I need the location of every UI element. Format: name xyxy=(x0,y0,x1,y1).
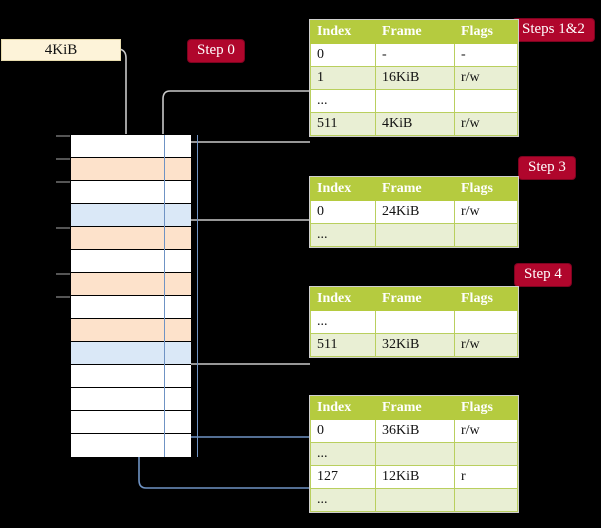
cell-frame xyxy=(375,310,455,334)
memory-frame-row xyxy=(71,158,191,181)
memory-frame-row xyxy=(71,342,191,365)
memory-frame-row xyxy=(71,296,191,319)
memory-frame-row xyxy=(71,434,191,457)
table-row: 0-- xyxy=(310,43,518,67)
badge-step-4: Step 4 xyxy=(515,264,571,286)
table-row: ... xyxy=(310,310,518,334)
memory-frame-row xyxy=(71,135,191,158)
column-header-frame: Frame xyxy=(375,396,455,420)
cell-index: 0 xyxy=(310,43,376,67)
cell-flags: r xyxy=(454,465,518,489)
cell-index: ... xyxy=(310,89,376,113)
cell-flags: r/w xyxy=(454,419,518,443)
memory-frame-row xyxy=(71,365,191,388)
cell-flags: - xyxy=(454,43,518,67)
column-header-frame: Frame xyxy=(375,287,455,311)
cell-flags: r/w xyxy=(454,200,518,224)
physical-memory-column xyxy=(70,134,198,457)
column-header-index: Index xyxy=(310,177,376,201)
cell-frame xyxy=(375,89,455,113)
memory-tick xyxy=(56,227,71,229)
cell-frame: 24KiB xyxy=(375,200,455,224)
memory-guide-line xyxy=(197,135,198,457)
cell-frame xyxy=(375,488,455,512)
cell-index: 511 xyxy=(310,333,376,357)
table-row: ... xyxy=(310,89,518,113)
column-header-flags: Flags xyxy=(454,287,518,311)
cell-flags xyxy=(454,89,518,113)
cell-frame: 32KiB xyxy=(375,333,455,357)
column-header-index: Index xyxy=(310,396,376,420)
memory-frame-row xyxy=(71,204,191,227)
memory-tick xyxy=(56,158,71,160)
memory-tick xyxy=(56,273,71,275)
request-size-label: 4KiB xyxy=(44,42,78,58)
memory-guide-line xyxy=(164,135,165,457)
cell-flags xyxy=(454,310,518,334)
cell-flags: r/w xyxy=(454,66,518,90)
cell-flags xyxy=(454,488,518,512)
cell-frame xyxy=(375,442,455,466)
cell-frame: 36KiB xyxy=(375,419,455,443)
cell-frame xyxy=(375,223,455,247)
table-row: ... xyxy=(310,488,518,512)
cell-flags: r/w xyxy=(454,112,518,136)
memory-frame-row xyxy=(71,181,191,204)
cell-index: 0 xyxy=(310,200,376,224)
cell-index: 511 xyxy=(310,112,376,136)
badge-steps-1-2: Steps 1&2 xyxy=(513,19,594,41)
request-size-box: 4KiB xyxy=(1,39,121,61)
column-header-flags: Flags xyxy=(454,20,518,44)
badge-step-0: Step 0 xyxy=(188,40,244,62)
cell-index: ... xyxy=(310,223,376,247)
column-header-flags: Flags xyxy=(454,396,518,420)
cell-index: ... xyxy=(310,310,376,334)
column-header-index: Index xyxy=(310,287,376,311)
cell-index: ... xyxy=(310,488,376,512)
cell-flags xyxy=(454,442,518,466)
cell-frame: 16KiB xyxy=(375,66,455,90)
cell-index: 127 xyxy=(310,465,376,489)
column-header-flags: Flags xyxy=(454,177,518,201)
table-row: ... xyxy=(310,223,518,247)
memory-frame-row xyxy=(71,388,191,411)
memory-tick xyxy=(56,296,71,298)
cell-frame: 12KiB xyxy=(375,465,455,489)
column-header-index: Index xyxy=(310,20,376,44)
cell-index: ... xyxy=(310,442,376,466)
cell-index: 1 xyxy=(310,66,376,90)
column-header-frame: Frame xyxy=(375,20,455,44)
memory-frame-row xyxy=(71,273,191,296)
cell-flags xyxy=(454,223,518,247)
memory-frame-row xyxy=(71,411,191,434)
memory-frame-row xyxy=(71,319,191,342)
memory-frame-row xyxy=(71,250,191,273)
memory-frame-row xyxy=(71,227,191,250)
cell-frame: 4KiB xyxy=(375,112,455,136)
cell-frame: - xyxy=(375,43,455,67)
badge-step-3: Step 3 xyxy=(519,157,575,179)
cell-flags: r/w xyxy=(454,333,518,357)
column-header-frame: Frame xyxy=(375,177,455,201)
table-row: ... xyxy=(310,442,518,466)
cell-index: 0 xyxy=(310,419,376,443)
memory-tick xyxy=(56,135,71,137)
memory-tick xyxy=(56,181,71,183)
